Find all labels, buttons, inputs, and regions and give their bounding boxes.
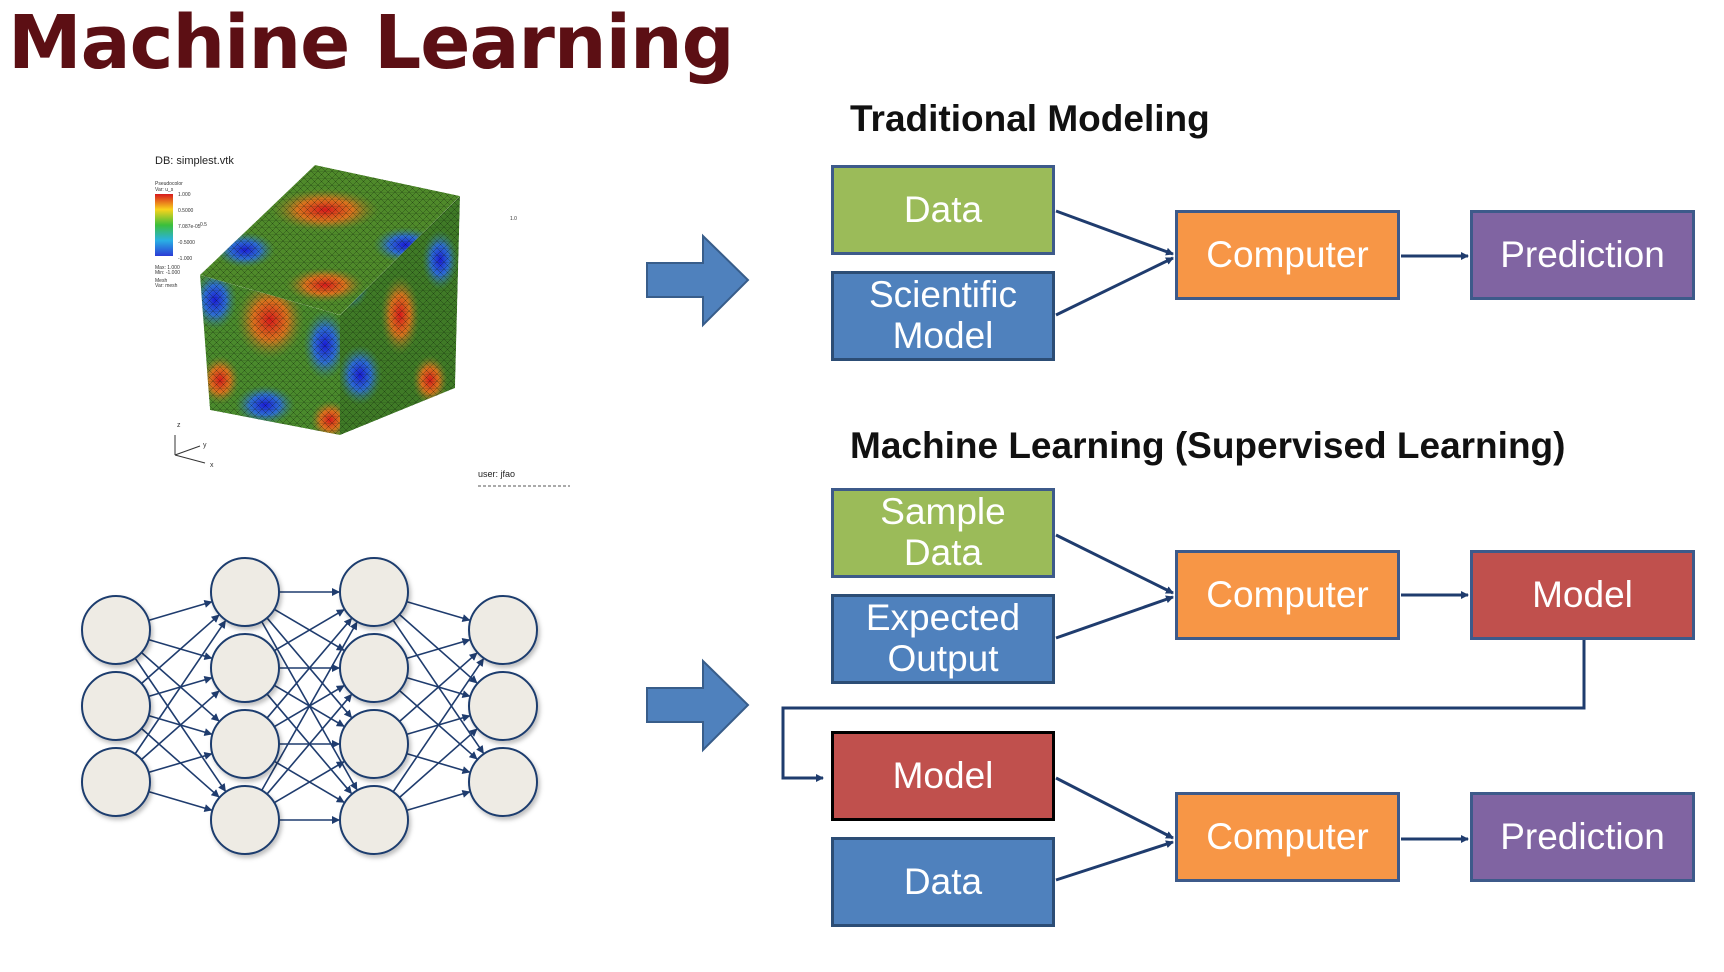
prediction-box: Prediction [1470,792,1695,882]
cube-user-label: user: jfao [478,469,516,479]
nn-edge [273,761,345,804]
nn-edge [266,617,352,719]
nn-node-layer-1 [81,595,151,665]
nn-node-layer-4 [468,595,538,665]
computer-box: Computer [1175,550,1400,640]
cube-legend-var: Var: u_s [155,187,174,193]
model-input-box: Model [831,731,1055,821]
prediction-box-label: Prediction [1500,233,1665,275]
nn-node-layer-2 [210,709,280,779]
nn-edge [134,620,227,755]
cube-legend-tick: 1.000 [178,192,191,198]
axis-z-label: z [177,422,181,429]
computer-box-label: Computer [1206,573,1369,615]
cube-side-label: 0.5 [200,222,207,228]
nn-edge [148,752,213,774]
cube-legend-min: Min: -1.000 [155,270,181,276]
nn-edge [406,600,471,622]
cube-graphic [155,165,570,487]
model-input-label: Model [892,754,994,796]
nn-node-layer-4 [468,671,538,741]
nn-edge [406,638,471,660]
computer-box-label: Computer [1206,233,1369,275]
cube-legend-max: Max: 1.000 [155,265,180,271]
nn-edge [398,652,478,723]
cube-legend-mesh: Mesh [155,278,168,284]
data-input-box: Data [831,837,1055,927]
nn-edge [148,600,213,622]
prediction-box: Prediction [1470,210,1695,300]
nn-edge [406,790,471,812]
block-arrow-supervised [646,658,750,753]
nn-edge [392,658,485,793]
nn-edge [261,621,358,791]
nn-node-layer-2 [210,785,280,855]
nn-edge [140,614,220,685]
traditional-heading: Traditional Modeling [850,98,1210,139]
cube-legend-title: Pseudocolor [155,181,183,187]
nn-node-layer-3 [339,709,409,779]
nn-node-layer-3 [339,557,409,627]
nn-edge [148,790,213,812]
nn-node-layer-3 [339,633,409,703]
cube-legend-mesh-var: Var: mesh [155,283,178,289]
data-input-label: Data [903,860,983,902]
cube-corner-label: 1.0 [510,216,517,222]
supervised-heading: Machine Learning (Supervised Learning) [850,425,1566,466]
model-box: Model [1470,550,1695,640]
computer-box-label: Computer [1206,815,1369,857]
nn-node-layer-1 [81,671,151,741]
page-title: Machine Learning [8,0,735,86]
axis-x-label: x [210,462,214,469]
nn-node-layer-3 [339,785,409,855]
model-box-label: Model [1532,573,1633,615]
cube-legend-tick: 0.5000 [178,208,194,214]
nn-node-layer-2 [210,557,280,627]
axis-y-label: y [203,442,207,449]
nn-edge [273,609,345,652]
block-arrow-traditional [646,233,750,328]
nn-node-layer-1 [81,747,151,817]
computer-box: Computer [1175,792,1400,882]
prediction-box-label: Prediction [1500,815,1665,857]
computer-box: Computer [1175,210,1400,300]
cube-simulation-render: DB: simplest.vtk Pseudocolor Var: u_s 1.… [150,150,570,490]
cube-legend-tick: -1.000 [178,256,193,262]
data-box: Data [831,165,1055,255]
cube-legend-tick: -0.5000 [178,240,195,246]
cube-db-label: DB: simplest.vtk [155,155,234,167]
data-box-label: Data [903,188,983,230]
nn-node-layer-4 [468,747,538,817]
nn-node-layer-2 [210,633,280,703]
nn-edge [140,690,220,761]
nn-edge [266,693,352,795]
nn-edge [398,728,478,799]
cube-legend-tick: 7.087e-05 [178,224,201,230]
